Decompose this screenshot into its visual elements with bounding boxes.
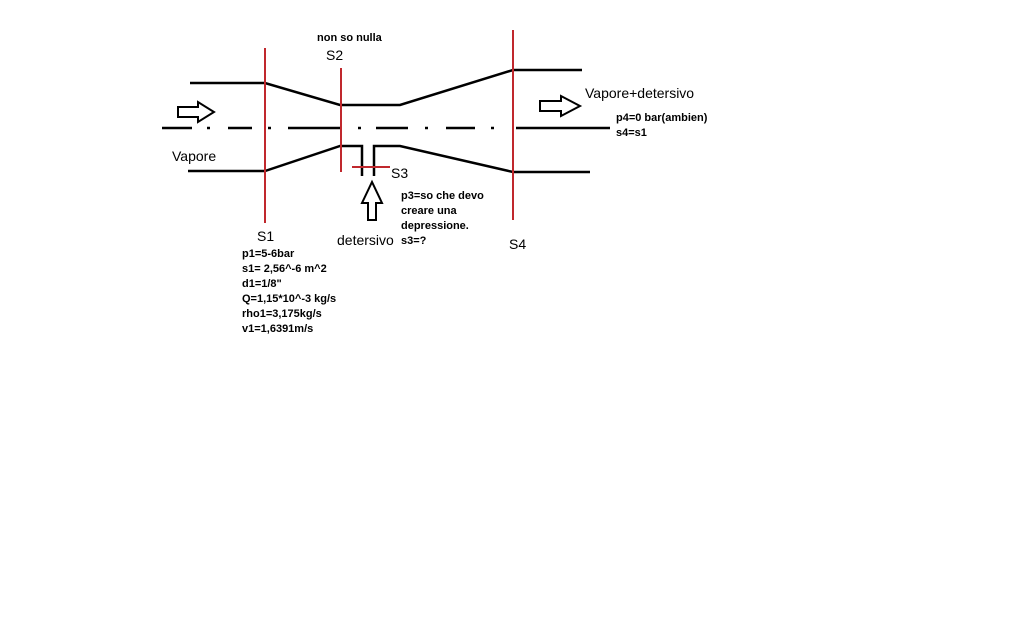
note-line: d1=1/8": [242, 278, 282, 290]
label-s2: S2: [326, 47, 344, 63]
label-s1: S1: [257, 228, 275, 244]
note-line: v1=1,6391m/s: [242, 323, 314, 335]
flow-notes: Q=1,15*10^-3 kg/s rho1=3,175kg/s v1=1,63…: [242, 292, 336, 337]
note-line: depressione.: [401, 220, 469, 232]
label-vapore-detersivo: Vapore+detersivo: [585, 85, 695, 101]
right-arrow-icon: [539, 94, 583, 118]
lower-pipe-wall-outlet: [372, 144, 590, 176]
right-arrow-icon: [177, 100, 216, 124]
note-line: rho1=3,175kg/s: [242, 308, 322, 320]
s1-notes: p1=5-6bar s1= 2,56^-6 m^2 d1=1/8": [242, 247, 327, 292]
note-line: p4=0 bar(ambien): [616, 112, 708, 124]
note-line: s4=s1: [616, 127, 647, 139]
note-line: p3=so che devo: [401, 190, 484, 202]
s3-notes: p3=so che devo creare una depressione. s…: [401, 189, 484, 249]
label-detersivo: detersivo: [337, 232, 394, 248]
label-s4: S4: [509, 236, 527, 252]
up-arrow-icon: [360, 179, 384, 221]
note-line: s3=?: [401, 235, 427, 247]
note-line: Q=1,15*10^-3 kg/s: [242, 293, 337, 305]
note-line: p1=5-6bar: [242, 248, 295, 260]
top-note: non so nulla: [317, 32, 382, 44]
label-vapore: Vapore: [172, 148, 217, 164]
note-line: s1= 2,56^-6 m^2: [242, 263, 327, 275]
label-s3: S3: [391, 165, 409, 181]
note-line: creare una: [401, 205, 457, 217]
s4-notes: p4=0 bar(ambien) s4=s1: [616, 111, 707, 141]
upper-pipe-wall: [190, 68, 582, 107]
